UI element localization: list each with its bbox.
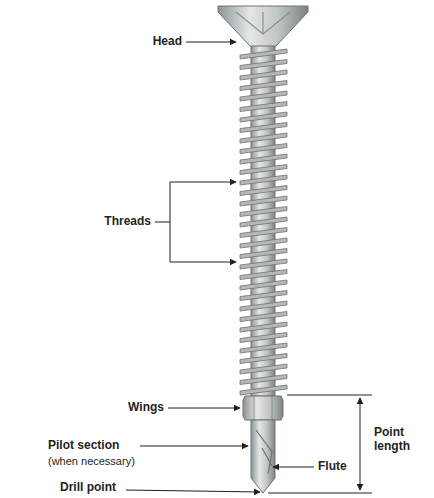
thread-stroke xyxy=(240,238,287,248)
screw-head xyxy=(218,6,308,46)
part-label: Flute xyxy=(318,460,347,474)
thread-stroke xyxy=(240,312,287,322)
leader-line xyxy=(170,262,236,263)
flute xyxy=(256,430,272,474)
leader-line xyxy=(126,490,260,492)
thread-stroke xyxy=(240,301,287,311)
part-label: Drill point xyxy=(60,481,116,495)
thread-stroke xyxy=(240,165,287,175)
thread-stroke xyxy=(240,60,287,70)
dimension-label: Point length xyxy=(374,426,420,454)
thread-stroke xyxy=(240,291,287,301)
dimension-extension xyxy=(287,395,372,396)
part-note: (when necessary) xyxy=(48,455,135,468)
thread-stroke xyxy=(240,343,287,353)
leader-lines xyxy=(126,42,372,493)
bracket xyxy=(155,222,170,223)
thread-stroke xyxy=(240,217,287,227)
thread-stroke xyxy=(240,102,287,112)
thread-stroke xyxy=(240,207,287,217)
dimension-arrow xyxy=(360,398,361,490)
thread-stroke xyxy=(240,354,287,364)
thread-strokes xyxy=(240,49,287,395)
thread-stroke xyxy=(240,196,287,206)
thread-stroke xyxy=(240,259,287,269)
thread-stroke xyxy=(240,123,287,133)
leader-line xyxy=(273,467,314,468)
pilot-section xyxy=(251,420,275,493)
thread-stroke xyxy=(240,81,287,91)
part-label: Head xyxy=(153,35,182,49)
thread-stroke xyxy=(240,186,287,196)
thread-stroke xyxy=(240,91,287,101)
thread-stroke xyxy=(240,385,287,395)
head-recess xyxy=(236,12,290,34)
thread-stroke xyxy=(240,364,287,374)
thread-stroke xyxy=(240,133,287,143)
thread-stroke xyxy=(240,333,287,343)
leader-line xyxy=(140,446,248,447)
leader-line xyxy=(186,42,236,43)
part-label: Pilot section xyxy=(48,439,119,453)
thread-stroke xyxy=(240,112,287,122)
thread-stroke xyxy=(240,280,287,290)
part-label: Threads xyxy=(104,215,151,229)
thread-stroke xyxy=(240,322,287,332)
thread-stroke xyxy=(240,175,287,185)
thread-stroke xyxy=(240,249,287,259)
leader-line xyxy=(170,182,236,183)
leader-line xyxy=(168,408,240,409)
dimension-extension xyxy=(268,493,372,494)
thread-stroke xyxy=(240,270,287,280)
thread-stroke xyxy=(240,154,287,164)
thread-stroke xyxy=(240,49,287,59)
wing-edge xyxy=(254,396,255,420)
screw xyxy=(218,6,308,493)
thread-stroke xyxy=(240,375,287,385)
part-label: Wings xyxy=(128,401,164,415)
thread-stroke xyxy=(240,144,287,154)
wings xyxy=(243,396,283,420)
thread-stroke xyxy=(240,70,287,80)
thread-stroke xyxy=(240,228,287,238)
wing-edge xyxy=(272,396,273,420)
